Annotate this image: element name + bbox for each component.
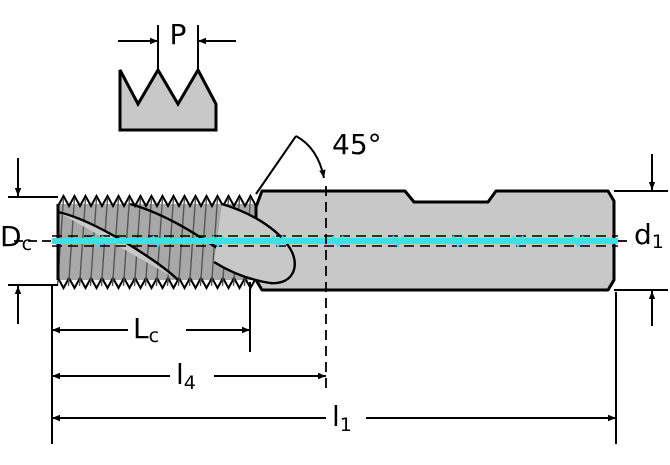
coolant-tick xyxy=(152,235,164,249)
coolant-tick xyxy=(212,235,224,249)
coolant-tick xyxy=(332,235,344,249)
thread-profile-detail: P xyxy=(118,18,236,132)
overall-length-main: l xyxy=(332,400,340,433)
angle-arc-arrow xyxy=(295,135,326,179)
neck-length-main: l xyxy=(176,358,184,391)
coolant-tick xyxy=(452,235,464,249)
shank-diameter-main: d xyxy=(634,218,652,251)
cut-length-label: Lc xyxy=(133,312,159,347)
cut-diameter-sub: c xyxy=(22,233,32,255)
overall-length-label: l1 xyxy=(332,400,352,436)
thread-mill-tool xyxy=(52,189,618,292)
cut-diameter-main: D xyxy=(0,220,22,253)
length-dimensions: Lc l4 l1 xyxy=(51,282,617,444)
pitch-label: P xyxy=(170,18,187,51)
angle-label: 45° xyxy=(332,128,382,161)
shank-diameter-dimension: d1 xyxy=(614,154,668,326)
coolant-tick xyxy=(572,235,584,249)
neck-length-sub: 4 xyxy=(184,372,196,394)
coolant-tick xyxy=(272,235,284,249)
cut-length-main: L xyxy=(133,312,149,345)
cut-diameter-dimension: Dc xyxy=(0,158,58,324)
coolant-channel xyxy=(52,235,618,249)
shank-diameter-sub: 1 xyxy=(652,231,664,253)
coolant-tick xyxy=(512,235,524,249)
cut-diameter-label: Dc xyxy=(0,220,32,255)
coolant-tick xyxy=(92,235,104,249)
overall-length-sub: 1 xyxy=(340,414,352,436)
chamfer-angle-callout: 45° xyxy=(255,128,382,388)
thread-profile-shape xyxy=(118,66,218,132)
shank-diameter-label: d1 xyxy=(634,218,664,253)
neck-length-label: l4 xyxy=(176,358,196,394)
coolant-tick xyxy=(392,235,404,249)
cut-length-sub: c xyxy=(149,325,159,347)
